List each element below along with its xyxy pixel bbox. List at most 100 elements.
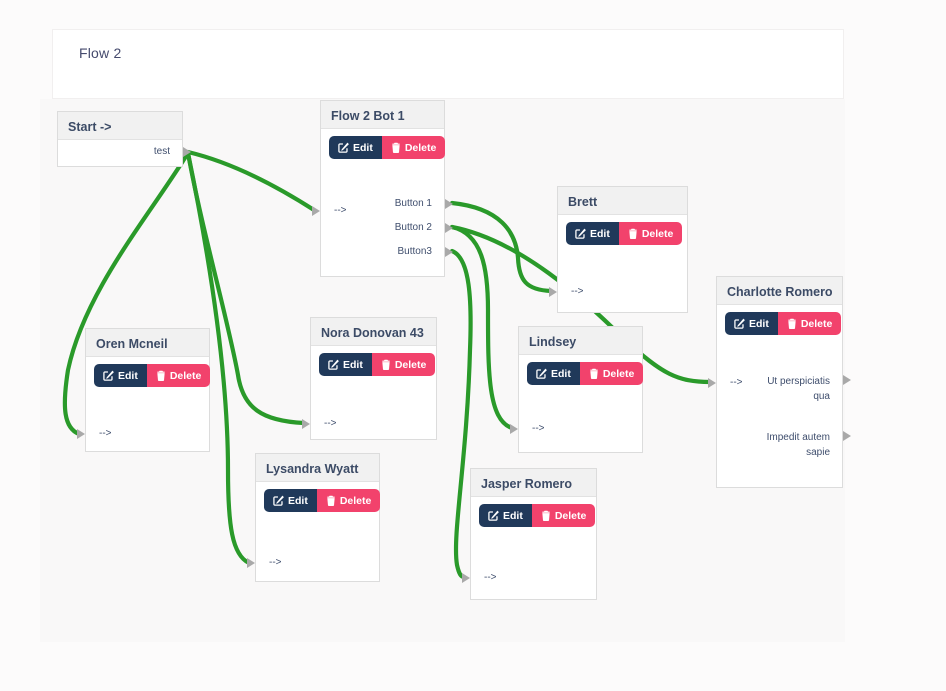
port-label: --> xyxy=(334,205,347,216)
input-port-row: --> xyxy=(510,422,642,436)
output-port-row: Button3 xyxy=(321,245,453,259)
edit-button-label: Edit xyxy=(118,369,138,382)
node-charlotte-romero[interactable]: Charlotte Romero Edit Delete -->Ut persp… xyxy=(708,276,851,488)
edit-pencil-icon xyxy=(734,318,745,329)
node-button-row: Edit Delete xyxy=(319,353,436,376)
node-header-drag-handle[interactable]: Jasper Romero xyxy=(471,469,596,497)
input-port-row: --> xyxy=(708,376,842,390)
port-label: --> xyxy=(730,377,743,388)
edit-button[interactable]: Edit xyxy=(725,312,778,335)
port-arrow-icon[interactable] xyxy=(77,429,85,439)
trash-icon xyxy=(156,370,166,381)
delete-button[interactable]: Delete xyxy=(531,504,596,527)
port-label: Button 2 xyxy=(394,222,432,233)
edit-button-label: Edit xyxy=(551,367,571,380)
trash-icon xyxy=(381,359,391,370)
delete-button-label: Delete xyxy=(339,494,372,507)
port-label: Button3 xyxy=(397,246,432,257)
node-brett[interactable]: Brett Edit Delete --> xyxy=(549,186,688,313)
node-button-row: Edit Delete xyxy=(329,136,446,159)
delete-button[interactable]: Delete xyxy=(371,353,436,376)
node-start[interactable]: Start -> test xyxy=(57,111,191,167)
delete-button[interactable]: Delete xyxy=(381,136,446,159)
edit-button[interactable]: Edit xyxy=(479,504,532,527)
node-lysandra-wyatt[interactable]: Lysandra Wyatt Edit Delete --> xyxy=(247,453,381,582)
input-port-row: --> xyxy=(312,204,444,218)
input-port-row: --> xyxy=(462,571,596,585)
flow-title: Flow 2 xyxy=(79,45,122,61)
edit-button[interactable]: Edit xyxy=(329,136,382,159)
edit-button[interactable]: Edit xyxy=(566,222,619,245)
node-title: Nora Donovan 43 xyxy=(321,326,424,340)
node-header-drag-handle[interactable]: Lindsey xyxy=(519,327,642,355)
node-header-drag-handle[interactable]: Flow 2 Bot 1 xyxy=(321,101,444,129)
edge-flow-2-bot-1.button-3-to-jasper-romero.in[interactable] xyxy=(449,248,473,580)
trash-icon xyxy=(541,510,551,521)
edge-start.test-to-oren-mcneil.in[interactable] xyxy=(62,150,191,437)
edit-pencil-icon xyxy=(338,142,349,153)
port-arrow-icon[interactable] xyxy=(312,206,320,216)
trash-icon xyxy=(326,495,336,506)
node-header-drag-handle[interactable]: Start -> xyxy=(58,112,182,140)
edit-pencil-icon xyxy=(536,368,547,379)
input-port-row: --> xyxy=(77,427,209,441)
port-arrow-icon[interactable] xyxy=(843,375,851,385)
port-label: --> xyxy=(532,423,545,434)
delete-button-label: Delete xyxy=(404,141,437,154)
port-arrow-icon[interactable] xyxy=(843,431,851,441)
output-port-row: Button 1 xyxy=(321,197,453,211)
delete-button-label: Delete xyxy=(800,317,833,330)
port-arrow-icon[interactable] xyxy=(708,378,716,388)
delete-button[interactable]: Delete xyxy=(618,222,683,245)
delete-button[interactable]: Delete xyxy=(316,489,381,512)
port-arrow-icon[interactable] xyxy=(462,573,470,583)
edit-button[interactable]: Edit xyxy=(94,364,147,387)
node-title: Lysandra Wyatt xyxy=(266,462,359,476)
input-port-row: --> xyxy=(302,417,436,431)
trash-icon xyxy=(628,228,638,239)
edge-start.test-to-lysandra-wyatt.in[interactable] xyxy=(185,150,252,566)
node-header-drag-handle[interactable]: Nora Donovan 43 xyxy=(311,318,436,346)
delete-button[interactable]: Delete xyxy=(777,312,842,335)
edit-button[interactable]: Edit xyxy=(527,362,580,385)
edge-flow-2-bot-1.button-2-to-lindsey.in[interactable] xyxy=(449,224,515,431)
trash-icon xyxy=(787,318,797,329)
port-arrow-icon[interactable] xyxy=(510,424,518,434)
delete-button-label: Delete xyxy=(641,227,674,240)
node-button-row: Edit Delete xyxy=(479,504,596,527)
node-lindsey[interactable]: Lindsey Edit Delete --> xyxy=(510,326,644,453)
edit-button-label: Edit xyxy=(343,358,363,371)
port-arrow-icon[interactable] xyxy=(183,147,191,157)
node-header-drag-handle[interactable]: Oren Mcneil xyxy=(86,329,209,357)
edit-button-label: Edit xyxy=(749,317,769,330)
trash-icon xyxy=(391,142,401,153)
edit-button-label: Edit xyxy=(590,227,610,240)
port-arrow-icon[interactable] xyxy=(247,558,255,568)
node-header-drag-handle[interactable]: Lysandra Wyatt xyxy=(256,454,379,482)
node-title: Jasper Romero xyxy=(481,477,573,491)
port-arrow-icon[interactable] xyxy=(445,223,453,233)
node-header-drag-handle[interactable]: Brett xyxy=(558,187,687,215)
port-label: Impedit autem sapie xyxy=(766,432,830,458)
flow-header-card: Flow 2 xyxy=(52,29,844,99)
delete-button-label: Delete xyxy=(169,369,202,382)
edge-start.test-to-flow-2-bot-1.in[interactable] xyxy=(185,149,317,213)
port-arrow-icon[interactable] xyxy=(549,287,557,297)
node-oren-mcneil[interactable]: Oren Mcneil Edit Delete --> xyxy=(77,328,211,452)
delete-button[interactable]: Delete xyxy=(146,364,211,387)
port-arrow-icon[interactable] xyxy=(445,247,453,257)
node-header-drag-handle[interactable]: Charlotte Romero xyxy=(717,277,842,305)
delete-button-label: Delete xyxy=(602,367,635,380)
edit-button[interactable]: Edit xyxy=(319,353,372,376)
node-button-row: Edit Delete xyxy=(527,362,644,385)
node-jasper-romero[interactable]: Jasper Romero Edit Delete --> xyxy=(462,468,597,600)
node-title: Oren Mcneil xyxy=(96,337,168,351)
node-nora-donovan-43[interactable]: Nora Donovan 43 Edit Delete --> xyxy=(302,317,437,440)
node-flow-2-bot-1[interactable]: Flow 2 Bot 1 Edit Delete -->Button 1 Butt… xyxy=(312,100,453,277)
edit-button[interactable]: Edit xyxy=(264,489,317,512)
port-arrow-icon[interactable] xyxy=(302,419,310,429)
delete-button[interactable]: Delete xyxy=(579,362,644,385)
edit-pencil-icon xyxy=(488,510,499,521)
port-label: test xyxy=(153,146,170,157)
port-arrow-icon[interactable] xyxy=(445,199,453,209)
